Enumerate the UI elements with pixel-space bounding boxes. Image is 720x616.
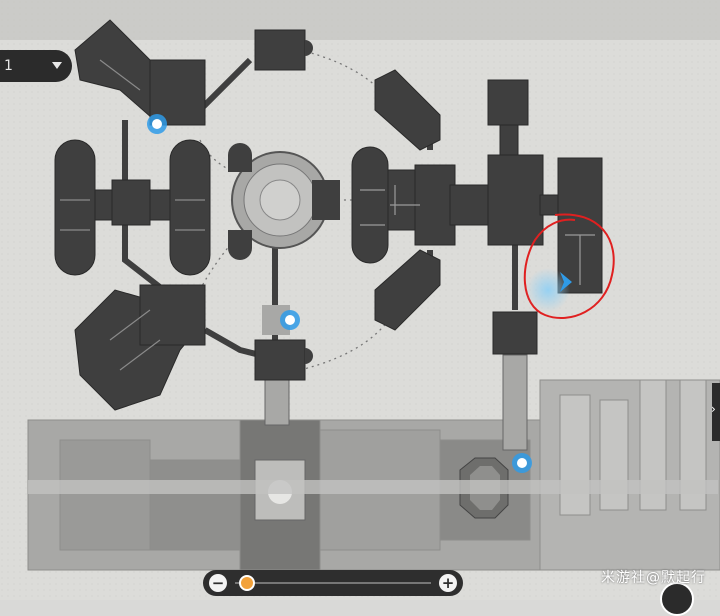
side-panel-toggle[interactable]: [712, 383, 720, 441]
central-rotunda: [228, 143, 340, 260]
floor-label: 1: [4, 58, 13, 74]
map-canvas[interactable]: [0, 0, 720, 600]
right-wing: [351, 69, 603, 355]
space-anchor-icon: [512, 453, 532, 473]
zoom-bar: − +: [203, 570, 463, 596]
zoom-in-button[interactable]: +: [439, 574, 457, 592]
zoom-track[interactable]: [235, 582, 431, 584]
map-settings-icon[interactable]: [660, 582, 694, 616]
floor-selector[interactable]: 1: [0, 50, 72, 82]
space-anchor-icon: [280, 310, 300, 330]
map-svg: [0, 0, 720, 600]
lower-hall: [254, 339, 306, 381]
player-arrow-icon: [560, 272, 572, 292]
player-vision-cone: [526, 268, 570, 312]
lower-corridor: [28, 480, 718, 494]
left-wing: [54, 19, 211, 411]
zoom-slider-thumb[interactable]: [238, 575, 255, 591]
top-hall: [254, 29, 306, 71]
red-circle-annotation: [523, 213, 615, 320]
chevron-down-icon: [52, 62, 62, 69]
zoom-out-button[interactable]: −: [209, 574, 227, 592]
watermark: 米游社@默起行: [601, 570, 706, 586]
space-anchor-icon: [147, 114, 167, 134]
expand-icon: ›: [711, 402, 716, 416]
